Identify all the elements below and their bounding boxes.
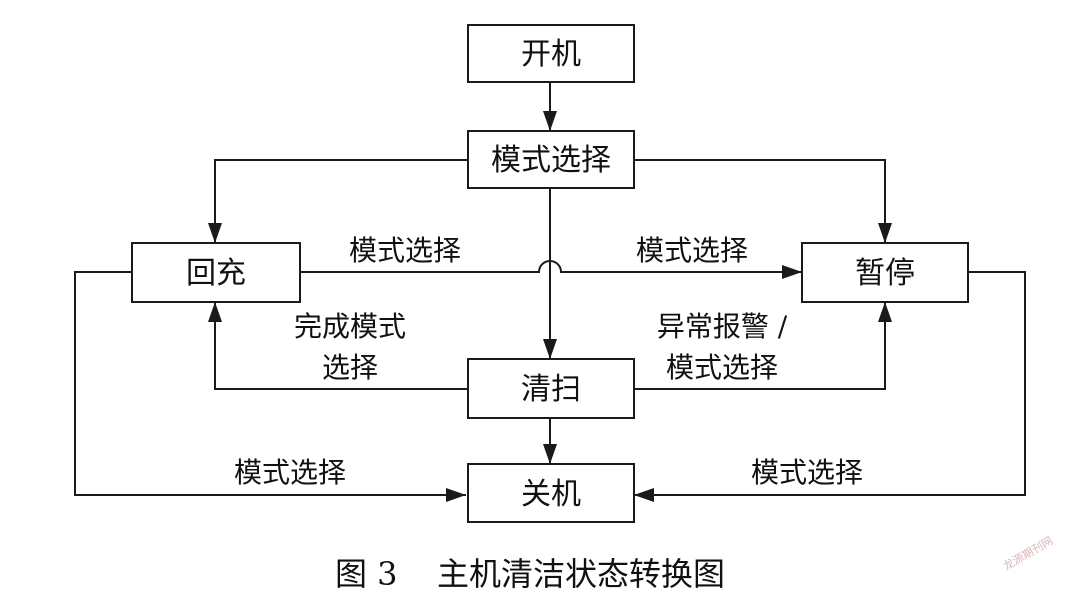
edge-recharge-to-power-off xyxy=(74,271,466,502)
node-pause-label: 暂停 xyxy=(855,256,915,291)
edge-label-clean-to-pause-line1: 异常报警 / xyxy=(657,310,788,343)
edge-mode-select-to-pause xyxy=(634,159,892,243)
edge-clean-to-recharge xyxy=(208,302,468,390)
node-power-off-label: 关机 xyxy=(521,477,581,512)
edge-mode-select-to-recharge xyxy=(208,159,468,243)
edge-pause-to-power-off xyxy=(634,271,1026,502)
node-mode-select-label: 模式选择 xyxy=(491,143,611,178)
node-mode-select: 模式选择 xyxy=(467,130,635,189)
figure-number: 图 3 xyxy=(335,555,398,593)
node-clean: 清扫 xyxy=(467,358,635,419)
node-clean-label: 清扫 xyxy=(521,372,581,407)
edge-label-recharge-to-power-off: 模式选择 xyxy=(234,456,346,489)
node-power-on-label: 开机 xyxy=(521,37,581,72)
edge-label-clean-to-pause-line2: 模式选择 xyxy=(666,351,778,384)
node-power-on: 开机 xyxy=(467,24,635,83)
node-power-off: 关机 xyxy=(467,463,635,523)
node-pause: 暂停 xyxy=(801,242,969,303)
edge-label-clean-to-recharge-line2: 选择 xyxy=(322,351,378,384)
edge-label-pause-to-power-off: 模式选择 xyxy=(751,456,863,489)
edge-label-clean-to-recharge-line1: 完成模式 xyxy=(294,310,406,343)
figure-title: 主机清洁状态转换图 xyxy=(437,555,725,593)
node-recharge: 回充 xyxy=(131,242,301,303)
node-recharge-label: 回充 xyxy=(186,256,246,291)
edge-label-recharge-to-pause: 模式选择 xyxy=(349,234,461,267)
edge-label-pause-to-recharge: 模式选择 xyxy=(636,234,748,267)
edge-clean-to-pause xyxy=(634,302,892,390)
edge-recharge-to-pause xyxy=(300,260,802,279)
